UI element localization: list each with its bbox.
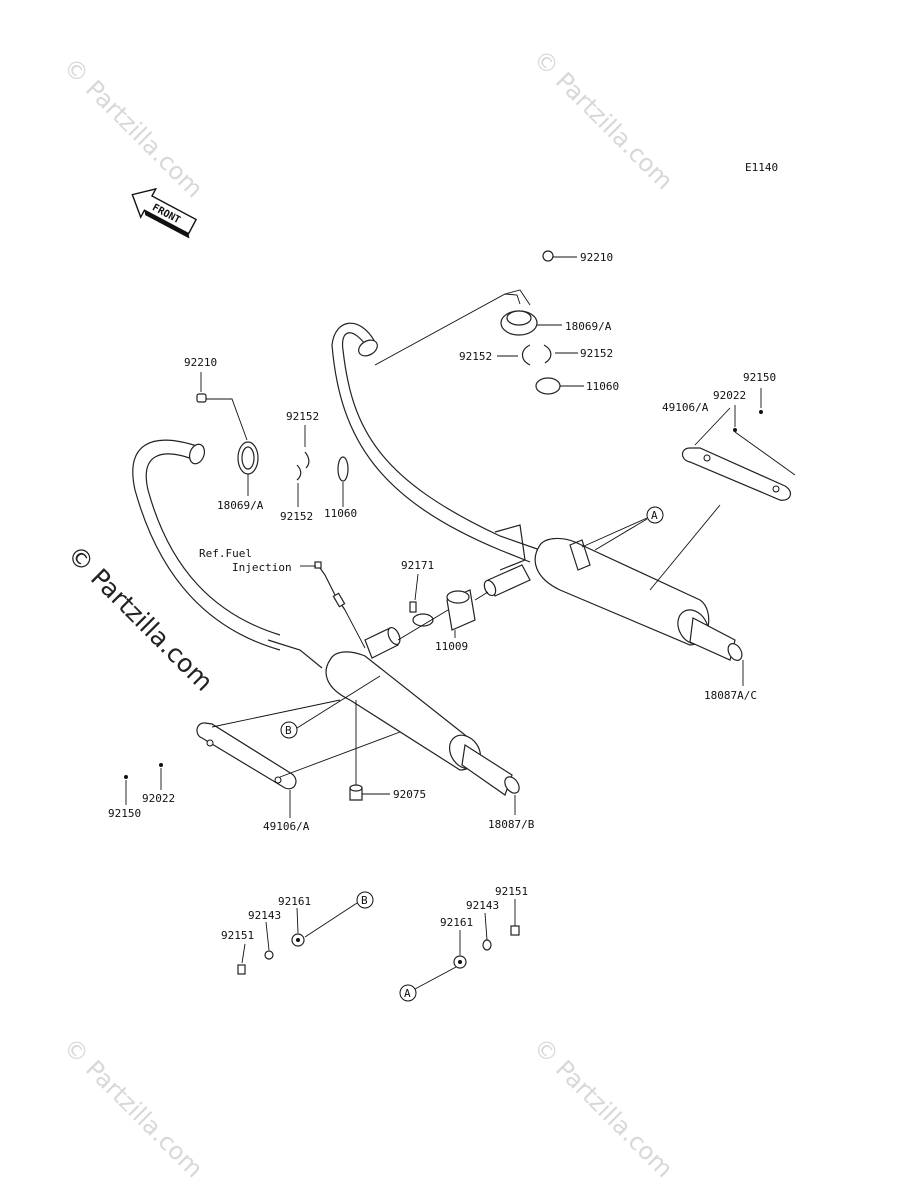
bolt-set-b bbox=[237, 933, 305, 975]
svg-text:© Partzilla.com: © Partzilla.com bbox=[62, 540, 219, 697]
label-92022-left: 92022 bbox=[142, 792, 175, 805]
callout-a-lower: A bbox=[399, 984, 417, 1002]
callout-a-upper: A bbox=[646, 506, 664, 524]
label-11060-right: 11060 bbox=[586, 380, 619, 393]
front-arrow-icon: FRONT bbox=[131, 187, 198, 239]
label-92210-left: 92210 bbox=[184, 356, 217, 369]
watermark-bottom-right: © Partzilla.com bbox=[528, 1032, 679, 1183]
label-18087-ac: 18087A/C bbox=[704, 689, 757, 702]
label-49106-left: 49106/A bbox=[263, 820, 310, 833]
label-92152-r2: 92152 bbox=[580, 347, 613, 360]
gasket-11009 bbox=[446, 589, 476, 631]
label-92152-r1: 92152 bbox=[459, 350, 492, 363]
label-11060-left: 11060 bbox=[324, 507, 357, 520]
leader-lines bbox=[125, 256, 796, 990]
right-exhaust-pipe bbox=[331, 322, 541, 571]
label-18069-left: 18069/A bbox=[217, 499, 264, 512]
watermark-center: © Partzilla.com bbox=[62, 540, 219, 697]
label-92150-left: 92150 bbox=[108, 807, 141, 820]
svg-text:A: A bbox=[651, 509, 658, 522]
left-muffler bbox=[325, 651, 520, 796]
svg-text:A: A bbox=[404, 987, 411, 1000]
watermark-top-right: © Partzilla.com bbox=[528, 44, 679, 195]
label-92152-l1: 92152 bbox=[286, 410, 319, 423]
watermark-top-left: © Partzilla.com bbox=[58, 52, 209, 203]
svg-text:© Partzilla.com: © Partzilla.com bbox=[58, 52, 209, 203]
ring-11060-right bbox=[535, 377, 561, 395]
clip-92152-left bbox=[296, 451, 310, 481]
svg-text:B: B bbox=[361, 894, 368, 907]
diagram-code: E1140 bbox=[745, 161, 778, 174]
right-muffler bbox=[534, 537, 743, 661]
label-18087-b: 18087/B bbox=[488, 818, 535, 831]
connector-pipe bbox=[364, 626, 401, 659]
svg-text:© Partzilla.com: © Partzilla.com bbox=[528, 1032, 679, 1183]
watermark-bottom-left: © Partzilla.com bbox=[58, 1032, 209, 1183]
sensor-ref-fuel-injection bbox=[314, 561, 346, 611]
ref-note-line2: Injection bbox=[232, 561, 292, 574]
label-18069-right: 18069/A bbox=[565, 320, 612, 333]
label-92161-a: 92161 bbox=[440, 916, 473, 929]
label-92143-a: 92143 bbox=[466, 899, 499, 912]
svg-text:© Partzilla.com: © Partzilla.com bbox=[58, 1032, 209, 1183]
ring-11060-left bbox=[337, 456, 349, 482]
callout-b-lower: B bbox=[356, 891, 374, 909]
label-92171: 92171 bbox=[401, 559, 434, 572]
spring-18069-left bbox=[237, 441, 259, 475]
label-92161-b: 92161 bbox=[278, 895, 311, 908]
gasket-92210-left bbox=[196, 393, 207, 403]
clamp-92171 bbox=[409, 601, 434, 627]
label-92075: 92075 bbox=[393, 788, 426, 801]
label-49106-right: 49106/A bbox=[662, 401, 709, 414]
left-exhaust-pipe bbox=[132, 439, 323, 669]
rubber-92075 bbox=[349, 784, 363, 801]
label-92150-right: 92150 bbox=[743, 371, 776, 384]
label-92143-b: 92143 bbox=[248, 909, 281, 922]
heat-guard-left bbox=[124, 722, 297, 790]
ref-note-line1: Ref.Fuel bbox=[199, 547, 252, 560]
heat-guard-right bbox=[681, 410, 792, 501]
svg-text:© Partzilla.com: © Partzilla.com bbox=[528, 44, 679, 195]
label-92151-b: 92151 bbox=[221, 929, 254, 942]
label-92152-l2: 92152 bbox=[280, 510, 313, 523]
clip-92152-right bbox=[521, 344, 552, 366]
spring-18069-right bbox=[500, 310, 538, 336]
svg-text:B: B bbox=[285, 724, 292, 737]
joint-pipe bbox=[483, 564, 531, 597]
gasket-92210-right bbox=[542, 250, 554, 262]
label-92210-right: 92210 bbox=[580, 251, 613, 264]
label-92151-a: 92151 bbox=[495, 885, 528, 898]
callout-b-upper: B bbox=[280, 721, 298, 739]
label-92022-right: 92022 bbox=[713, 389, 746, 402]
label-11009: 11009 bbox=[435, 640, 468, 653]
